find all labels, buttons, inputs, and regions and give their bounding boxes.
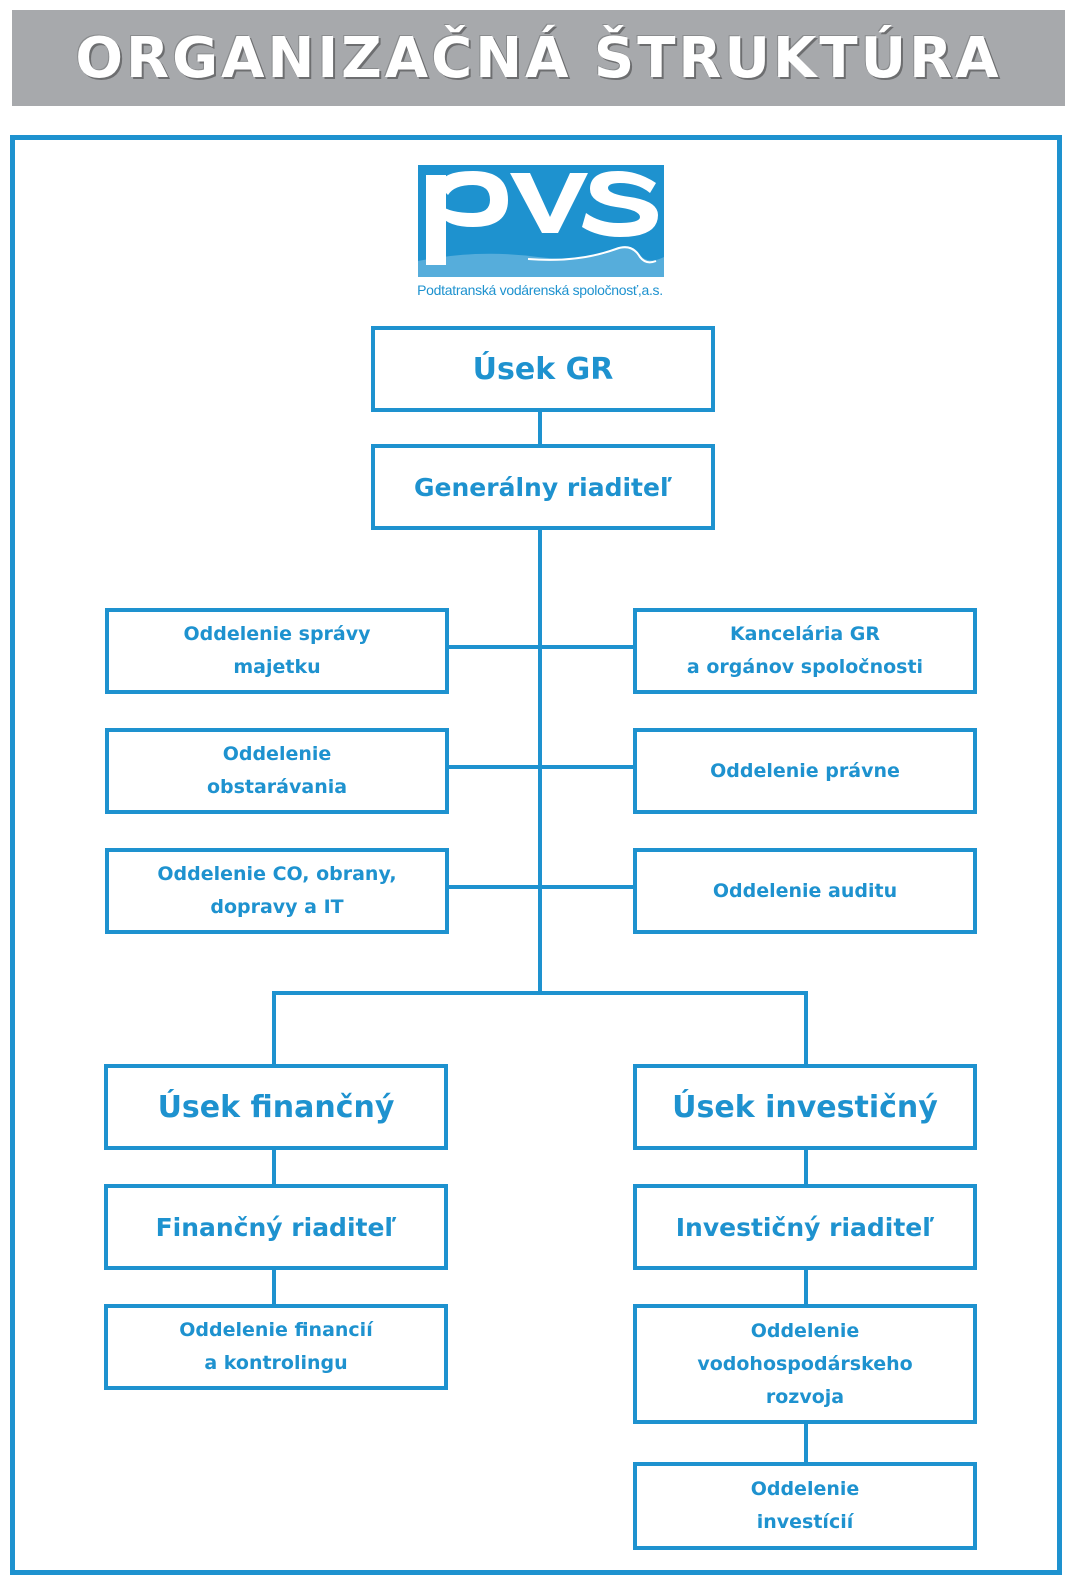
unit-water-development-label: Oddelenie vodohospodárskeho rozvoja [697, 1319, 913, 1408]
investment-director-label: Investičný riaditeľ [675, 1212, 935, 1242]
finance-director-label: Finančný riaditeľ [155, 1212, 397, 1242]
logo-caption: Podtatranská vodárenská spoločnosť,a.s. [417, 282, 663, 298]
division-investment-label: Úsek investičný [672, 1089, 938, 1125]
unit-gr-office: Kancelária GR a orgánov spoločnosti [633, 608, 977, 694]
division-finance-label: Úsek finančný [157, 1089, 395, 1125]
unit-defense-transport-it-label: Oddelenie CO, obrany, dopravy a IT [157, 863, 397, 918]
pvs-logo [418, 165, 664, 277]
investment-director: Investičný riaditeľ [633, 1184, 977, 1270]
unit-investments: Oddelenie investícií [633, 1462, 977, 1550]
unit-water-development: Oddelenie vodohospodárskeho rozvoja [633, 1304, 977, 1424]
chart-frame [10, 135, 1062, 1575]
unit-legal-label: Oddelenie právne [710, 759, 900, 782]
unit-legal: Oddelenie právne [633, 728, 977, 814]
unit-audit: Oddelenie auditu [633, 848, 977, 934]
unit-defense-transport-it: Oddelenie CO, obrany, dopravy a IT [105, 848, 449, 934]
division-gr-label: Úsek GR [472, 351, 614, 387]
division-finance: Úsek finančný [104, 1064, 448, 1150]
unit-procurement-label: Oddelenie obstarávania [206, 743, 348, 798]
unit-procurement: Oddelenie obstarávania [105, 728, 449, 814]
unit-gr-office-label: Kancelária GR a orgánov spoločnosti [686, 623, 924, 678]
unit-finance-controlling-label: Oddelenie financií a kontrolingu [179, 1319, 373, 1374]
unit-property-management: Oddelenie správy majetku [105, 608, 449, 694]
division-gr: Úsek GR [371, 326, 715, 412]
unit-property-management-label: Oddelenie správy majetku [183, 623, 371, 678]
unit-audit-label: Oddelenie auditu [712, 879, 898, 902]
finance-director: Finančný riaditeľ [104, 1184, 448, 1270]
unit-investments-label: Oddelenie investícií [750, 1478, 860, 1533]
page-title: ORGANIZAČNÁ ŠTRUKTÚRA [75, 25, 1002, 91]
general-director: Generálny riaditeľ [371, 444, 715, 530]
page-header: ORGANIZAČNÁ ŠTRUKTÚRA [12, 10, 1065, 106]
division-investment: Úsek investičný [633, 1064, 977, 1150]
unit-finance-controlling: Oddelenie financií a kontrolingu [104, 1304, 448, 1390]
general-director-label: Generálny riaditeľ [414, 472, 672, 502]
